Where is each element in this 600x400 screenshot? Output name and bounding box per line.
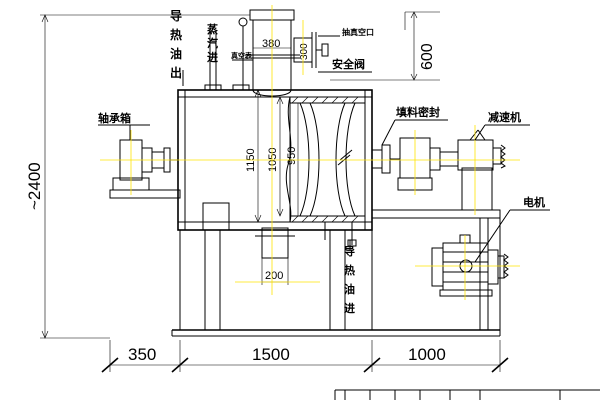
motor-assembly <box>431 234 509 297</box>
dim-2400: ~2400 <box>25 162 44 210</box>
svg-text:蒸: 蒸 <box>207 22 218 36</box>
dim-350: 350 <box>128 345 156 364</box>
dim-300: 300 <box>299 43 310 60</box>
svg-text:热: 热 <box>170 27 182 42</box>
svg-text:油: 油 <box>344 282 355 296</box>
base-frame <box>109 189 501 337</box>
label-packing-seal: 填料密封 <box>396 105 440 119</box>
svg-text:导: 导 <box>344 245 355 258</box>
label-heat-oil-in: 导 热 油 进 <box>344 245 355 315</box>
svg-text:油: 油 <box>170 46 182 61</box>
vessel-height-dims <box>254 89 299 223</box>
overall-height-dimension <box>40 14 250 339</box>
svg-text:汽: 汽 <box>207 36 218 50</box>
label-motor: 电机 <box>523 195 545 209</box>
top-nozzle <box>245 9 300 97</box>
drive-train <box>371 129 506 211</box>
dim-600-lines <box>330 11 440 81</box>
label-vacuum-gauge: 真空表 <box>231 51 253 60</box>
label-reducer: 减速机 <box>488 110 521 124</box>
dim-1500: 1500 <box>252 345 290 364</box>
title-block <box>334 389 600 400</box>
label-bearing-box: 轴承箱 <box>98 111 131 125</box>
dim-600: 600 <box>419 43 436 70</box>
dim-950: 950 <box>286 147 298 165</box>
label-heat-oil-out: 导 热 油 出 <box>170 8 182 80</box>
bearing-box <box>112 139 178 191</box>
svg-text:进: 进 <box>344 301 355 315</box>
label-steam-in: 蒸 汽 进 <box>207 22 218 64</box>
main-vessel <box>177 89 373 259</box>
svg-text:进: 进 <box>207 50 218 64</box>
center-lines <box>100 5 520 300</box>
leader-lines <box>98 30 550 263</box>
dim-380: 380 <box>262 38 280 50</box>
svg-text:出: 出 <box>170 65 182 80</box>
dim-200: 200 <box>265 270 283 282</box>
bottom-dimensions <box>101 340 509 373</box>
svg-text:热: 热 <box>344 263 355 277</box>
svg-text:导: 导 <box>170 8 182 23</box>
dim-1000: 1000 <box>408 345 446 364</box>
label-vacuum-port: 抽真空口 <box>342 27 374 37</box>
label-safety-valve: 安全阀 <box>332 57 365 71</box>
